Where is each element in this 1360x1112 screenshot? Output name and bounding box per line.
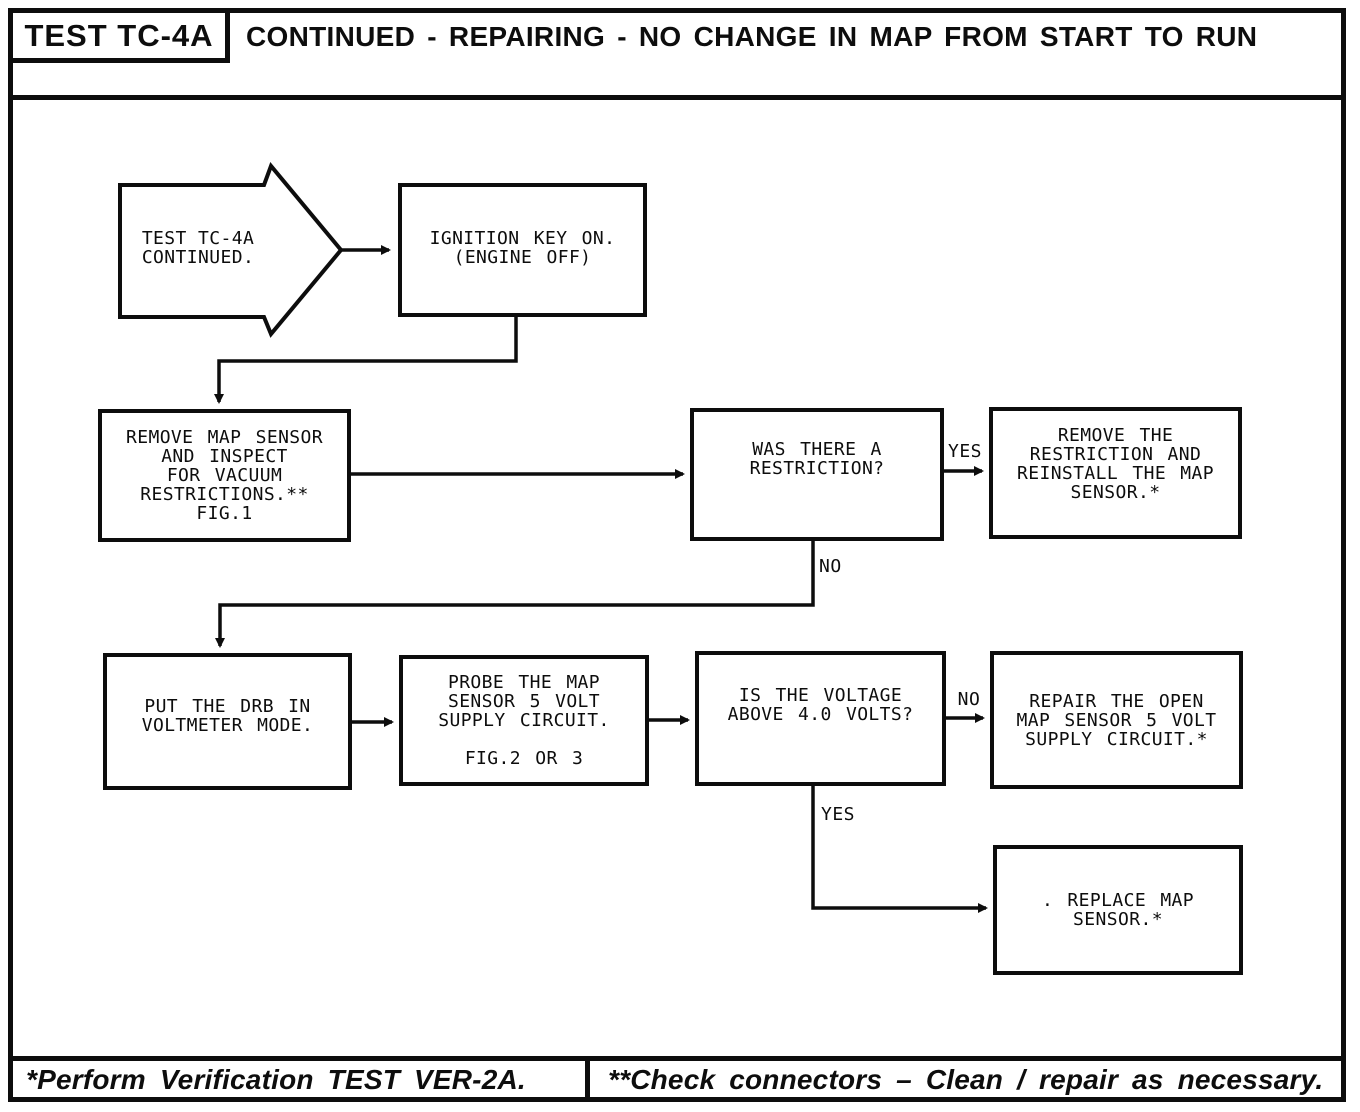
node-text-line: AND INSPECT: [161, 446, 288, 467]
node-text-line: RESTRICTIONS.**: [140, 484, 309, 505]
node-text-line: IS THE VOLTAGE: [738, 684, 903, 706]
node-text-line: FOR VACUUM: [166, 465, 283, 486]
header-rule: [13, 95, 1346, 100]
node-start-continued: TEST TC-4A CONTINUED.: [118, 229, 278, 267]
footer-divider: [585, 1056, 590, 1102]
node-repair-open-circuit: REPAIR THE OPEN MAP SENSOR 5 VOLT SUPPLY…: [990, 651, 1243, 789]
node-text-line: RESTRICTION AND: [1029, 444, 1202, 465]
node-text-line: SENSOR.*: [1073, 909, 1163, 930]
node-probe-map-sensor: PROBE THE MAP SENSOR 5 VOLT SUPPLY CIRCU…: [399, 655, 649, 786]
footer-note-connectors: **Check connectors – Clean / repair as n…: [608, 1064, 1324, 1095]
node-text-line: VOLTMETER MODE.: [141, 714, 314, 736]
node-text-line: REPAIR THE OPEN: [1029, 690, 1204, 712]
node-text-line: MAP SENSOR 5 VOLT: [1016, 709, 1217, 731]
page-title: CONTINUED - REPAIRING - NO CHANGE IN MAP…: [246, 21, 1258, 52]
node-text-line: SUPPLY CIRCUIT.*: [1025, 728, 1208, 750]
node-text-line: REINSTALL THE MAP: [1016, 463, 1215, 484]
node-text-line: FIG.1: [196, 503, 253, 524]
node-text-line: SUPPLY CIRCUIT.: [438, 710, 610, 731]
node-text-line: REMOVE THE: [1057, 425, 1174, 446]
node-put-drb-voltmeter: PUT THE DRB IN VOLTMETER MODE.: [103, 653, 352, 790]
node-text-line: . REPLACE MAP: [1041, 890, 1195, 911]
node-text-line: SENSOR 5 VOLT: [447, 691, 601, 712]
node-text-line: ABOVE 4.0 VOLTS?: [727, 703, 914, 725]
node-ignition-key-on: IGNITION KEY ON. (ENGINE OFF): [398, 183, 647, 317]
node-remove-restriction: REMOVE THE RESTRICTION AND REINSTALL THE…: [989, 407, 1242, 539]
test-id-box: TEST TC-4A: [8, 8, 230, 63]
branch-label-no-voltage: NO: [957, 689, 981, 710]
node-text-line: (ENGINE OFF): [453, 247, 592, 268]
node-text-line: PUT THE DRB IN: [144, 695, 311, 717]
connector-is-yes-to-replace: [811, 786, 988, 913]
test-id-label: TEST TC-4A: [24, 17, 214, 53]
connector-ignition-to-remove-map: [214, 317, 518, 404]
branch-label-no-restriction: NO: [819, 556, 842, 577]
node-text-line: FIG.2 OR 3: [464, 748, 584, 769]
start-arrow-flag: [118, 162, 344, 338]
branch-label-yes-restriction: YES: [947, 441, 982, 462]
node-is-voltage-above: IS THE VOLTAGE ABOVE 4.0 VOLTS?: [695, 651, 946, 786]
page-border: [8, 8, 1346, 1102]
connector-was-no-to-put-drb: [215, 541, 815, 648]
node-text-line: RESTRICTION?: [749, 457, 885, 479]
node-text-line: PROBE THE MAP: [447, 672, 601, 693]
node-text-line: SENSOR.*: [1070, 482, 1161, 503]
node-remove-map-sensor: REMOVE MAP SENSOR AND INSPECT FOR VACUUM…: [98, 409, 351, 542]
node-text-line: CONTINUED.: [141, 247, 255, 268]
node-text-line: IGNITION KEY ON.: [429, 228, 616, 249]
footer-rule: [13, 1056, 1346, 1061]
node-text-line: TEST TC-4A: [141, 228, 255, 249]
node-replace-map-sensor: . REPLACE MAP SENSOR.*: [993, 845, 1243, 975]
node-text-line: REMOVE MAP SENSOR: [125, 427, 324, 448]
node-text-line: WAS THERE A: [752, 438, 882, 460]
footer-note-verification: *Perform Verification TEST VER-2A.: [26, 1064, 526, 1095]
node-was-there-restriction: WAS THERE A RESTRICTION?: [690, 408, 944, 541]
branch-label-yes-voltage: YES: [821, 804, 856, 825]
